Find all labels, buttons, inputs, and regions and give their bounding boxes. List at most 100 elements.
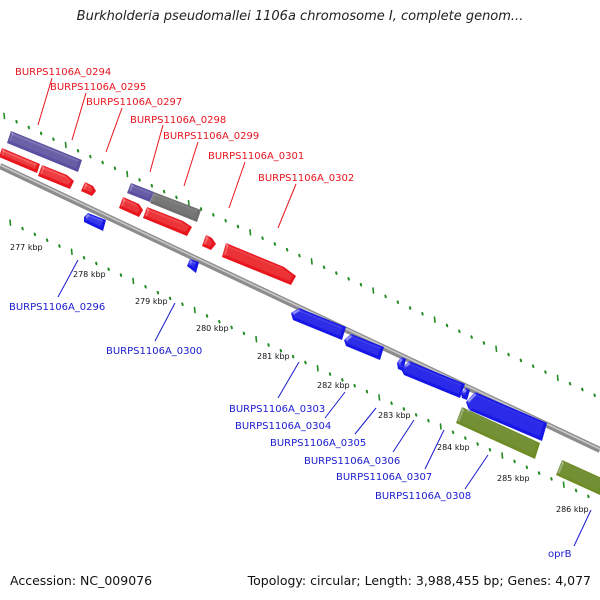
outer-ring-minor-tick — [593, 393, 596, 398]
label-burps1106a-0306[interactable]: BURPS1106A_0306 — [304, 456, 400, 467]
outer-ring-major-tick — [372, 287, 375, 294]
reverse-gene-0300 — [187, 259, 199, 273]
label-burps1106a-0305[interactable]: BURPS1106A_0305 — [270, 438, 366, 449]
outer-ring-major-tick — [126, 170, 129, 178]
inner-ring-minor-tick — [390, 401, 393, 405]
outer-ring-minor-tick — [27, 125, 31, 130]
map-title: Burkholderia pseudomallei 1106a chromoso… — [76, 9, 524, 24]
outer-ring-major-tick — [64, 141, 67, 149]
outer-ring-minor-tick — [421, 312, 424, 316]
outer-ring-major-tick — [433, 316, 436, 324]
purple-feature-1 — [7, 131, 82, 172]
outer-ring-minor-tick — [199, 207, 203, 211]
inner-ring-minor-tick — [427, 418, 430, 423]
forward-gene-0301 — [202, 235, 216, 250]
inner-ring-minor-tick — [82, 255, 86, 260]
inner-ring-major-tick — [316, 364, 319, 372]
inner-ring-minor-tick — [402, 407, 406, 411]
label-burps1106a-0303[interactable]: BURPS1106A_0303 — [229, 404, 325, 415]
label-burps1106a-0299[interactable]: BURPS1106A_0299 — [163, 131, 259, 142]
label-burps1106a-0294[interactable]: BURPS1106A_0294 — [15, 67, 111, 78]
inner-ring-minor-tick — [21, 226, 24, 231]
label-burps1106a-0302[interactable]: BURPS1106A_0302 — [258, 173, 354, 184]
inner-ring-minor-tick — [550, 477, 553, 481]
outer-ring-minor-tick — [236, 224, 240, 229]
outer-ring-minor-tick — [261, 236, 264, 240]
inner-ring-minor-tick — [144, 285, 147, 289]
outer-ring-minor-tick — [15, 119, 18, 124]
forward-gene-labels: BURPS1106A_0294 BURPS1106A_0295 BURPS110… — [15, 67, 354, 229]
label-burps1106a-0304[interactable]: BURPS1106A_0304 — [235, 421, 331, 432]
outer-ring-minor-tick — [335, 271, 338, 275]
inner-ring-minor-tick — [230, 325, 233, 330]
outer-ring-minor-tick — [408, 306, 412, 310]
reverse-gene-0307 — [461, 388, 470, 400]
label-oprb[interactable]: oprB — [548, 549, 572, 560]
outer-ring-minor-tick — [273, 242, 277, 246]
inner-ring-minor-tick — [488, 448, 492, 452]
outer-ring-minor-tick — [544, 370, 547, 374]
outer-ring-minor-tick — [396, 300, 400, 304]
inner-ring-minor-tick — [181, 302, 184, 306]
tick-labels: 277 kbp 278 kbp 279 kbp 280 kbp 281 kbp … — [10, 243, 589, 514]
outer-ring-minor-tick — [175, 195, 178, 200]
inner-ring-major-tick — [439, 423, 442, 430]
inner-ring-minor-tick — [156, 290, 160, 295]
tick-label-284: 284 kbp — [437, 443, 470, 452]
reverse-gene-0303 — [291, 308, 346, 340]
inner-ring-minor-tick — [279, 349, 283, 353]
forward-gene-0302 — [222, 243, 296, 285]
grey-feature — [150, 192, 201, 222]
forward-gene-0295 — [38, 165, 74, 189]
inner-ring-minor-tick — [218, 319, 221, 324]
purple-feature-2 — [127, 183, 154, 202]
inner-ring-minor-tick — [58, 244, 61, 248]
inner-ring-minor-tick — [168, 296, 172, 301]
outer-ring-minor-tick — [52, 137, 55, 141]
tick-label-283: 283 kbp — [378, 411, 411, 420]
label-burps1106a-0301[interactable]: BURPS1106A_0301 — [208, 151, 304, 162]
outer-ring-minor-tick — [150, 184, 154, 188]
inner-ring-minor-tick — [341, 378, 344, 382]
forward-gene-0299 — [143, 207, 192, 236]
label-burps1106a-0308[interactable]: BURPS1106A_0308 — [375, 491, 471, 502]
outer-ring-minor-tick — [39, 131, 43, 136]
outer-ring-minor-tick — [162, 189, 166, 194]
inner-ring-minor-tick — [365, 389, 369, 394]
label-burps1106a-0297[interactable]: BURPS1106A_0297 — [86, 97, 182, 108]
tick-label-280: 280 kbp — [196, 324, 229, 333]
outer-ring-minor-tick — [470, 335, 473, 339]
inner-ring-minor-tick — [414, 413, 418, 417]
outer-ring-minor-tick — [298, 253, 301, 258]
outer-ring-minor-tick — [507, 352, 510, 357]
outer-ring-major-tick — [187, 199, 190, 207]
outer-ring-minor-tick — [347, 277, 350, 281]
label-burps1106a-0295[interactable]: BURPS1106A_0295 — [50, 82, 146, 93]
label-burps1106a-0307[interactable]: BURPS1106A_0307 — [336, 472, 432, 483]
outer-ring-major-tick — [3, 112, 6, 120]
label-burps1106a-0298[interactable]: BURPS1106A_0298 — [130, 115, 226, 126]
outer-ring-minor-tick — [531, 364, 535, 368]
tick-label-282: 282 kbp — [317, 381, 350, 390]
outer-ring-minor-tick — [359, 282, 363, 287]
forward-gene-0298 — [119, 197, 143, 217]
inner-ring-minor-tick — [304, 360, 307, 365]
outer-ring-minor-tick — [138, 178, 141, 182]
inner-ring-minor-tick — [119, 273, 123, 277]
reverse-gene-0296 — [84, 213, 106, 231]
label-burps1106a-0300[interactable]: BURPS1106A_0300 — [106, 346, 202, 357]
outer-ring-minor-tick — [212, 213, 215, 217]
genome-backbone — [0, 163, 600, 453]
inner-ring-minor-tick — [574, 488, 578, 493]
inner-ring-major-tick — [501, 452, 504, 459]
label-burps1106a-0296[interactable]: BURPS1106A_0296 — [9, 302, 105, 313]
outer-ring-minor-tick — [581, 387, 584, 392]
accession-text: Accession: NC_009076 — [10, 573, 153, 588]
inner-ring-minor-tick — [205, 314, 209, 318]
outer-ring-minor-tick — [76, 149, 80, 153]
inner-ring-minor-tick — [464, 436, 467, 440]
reverse-gene-0306 — [401, 361, 465, 398]
reverse-gene-labels: BURPS1106A_0296 BURPS1106A_0300 BURPS110… — [9, 259, 592, 560]
olive-feature-2 — [556, 460, 600, 495]
